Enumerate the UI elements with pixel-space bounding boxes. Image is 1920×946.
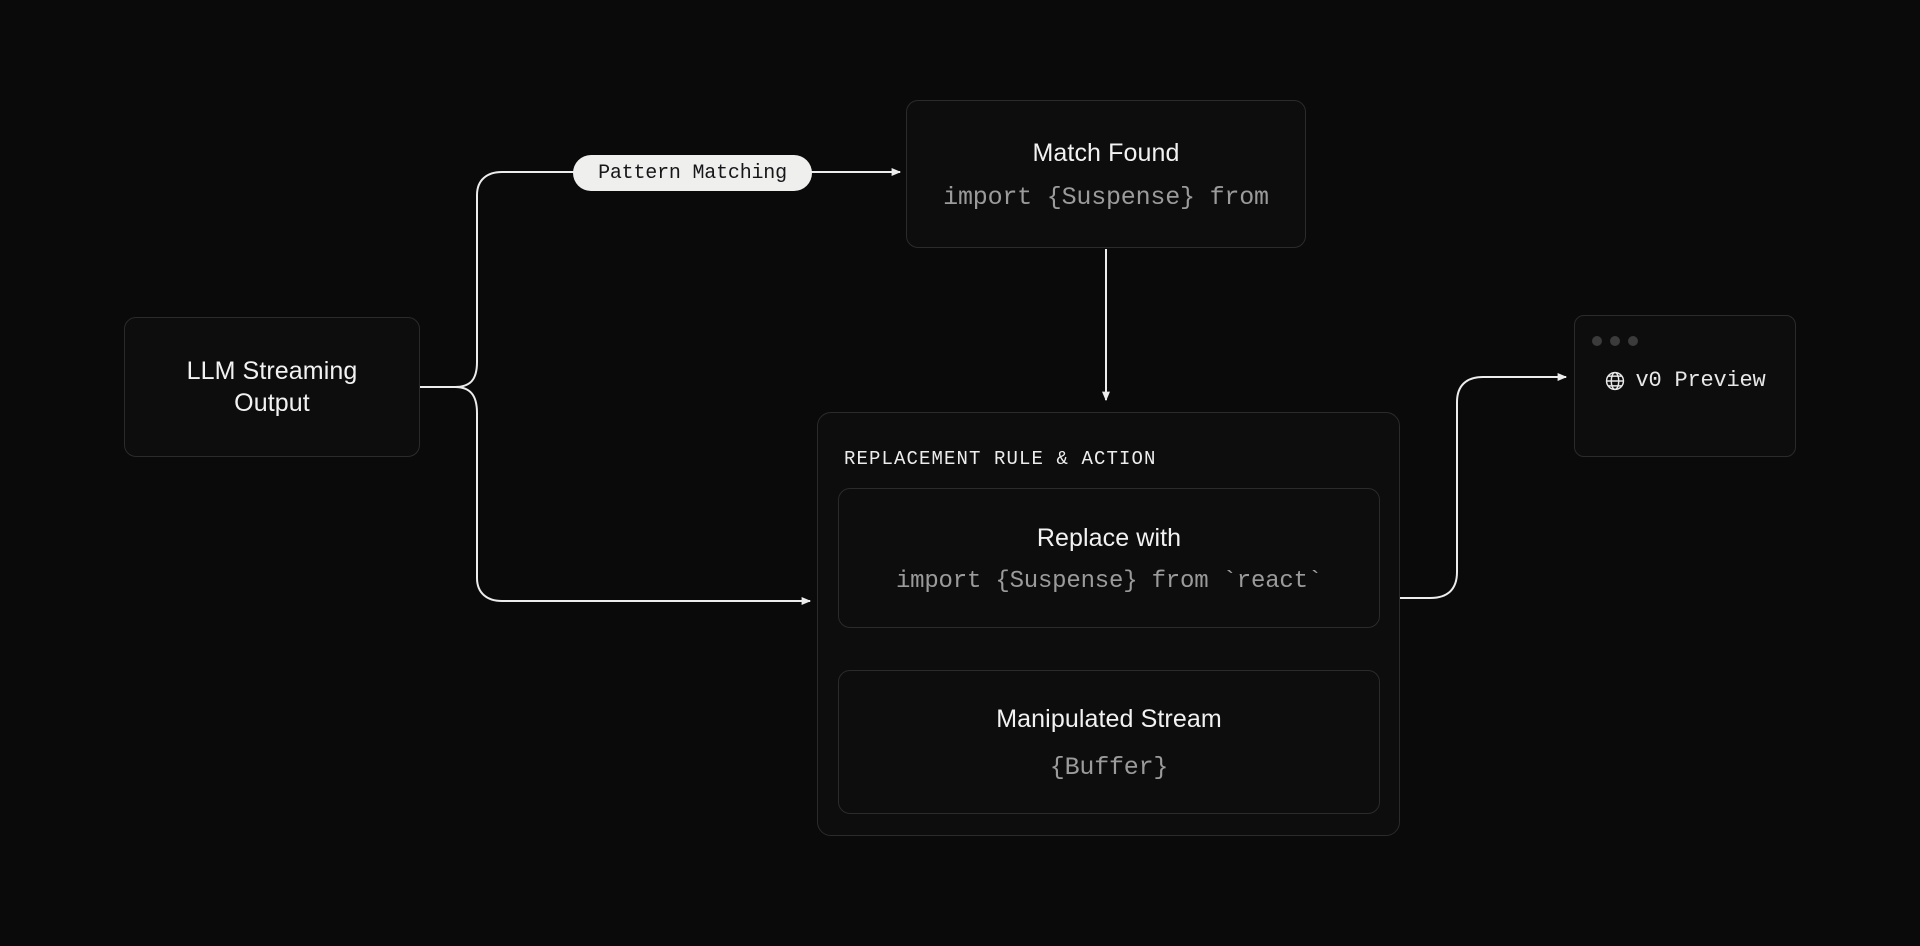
node-manipulated-stream[interactable]: Manipulated Stream {Buffer} [838,670,1380,814]
edge-llm-to-replacement [454,386,812,605]
node-llm-streaming-output[interactable]: LLM Streaming Output [124,317,420,457]
replacement-group-header: REPLACEMENT RULE & ACTION [844,448,1157,470]
match-found-code: import {Suspense} from [943,182,1269,212]
window-dot-minimize [1610,336,1620,346]
manipulated-stream-title: Manipulated Stream [996,704,1222,733]
edge-label-pattern-matching[interactable]: Pattern Matching [573,155,812,191]
replace-with-code: import {Suspense} from `react` [895,567,1323,595]
window-controls [1592,336,1638,346]
window-dot-maximize [1628,336,1638,346]
v0-preview-row: v0 Preview [1575,368,1795,393]
llm-title-line-1: LLM Streaming [186,357,358,385]
llm-title-line-2: Output [234,389,310,417]
edge-replace-to-preview [1380,373,1568,599]
node-match-found[interactable]: Match Found import {Suspense} from [906,100,1306,248]
v0-preview-label: v0 Preview [1635,368,1766,393]
match-found-title: Match Found [1032,138,1180,167]
window-dot-close [1592,336,1602,346]
edge-llm-to-pattern [454,171,576,388]
replace-with-title: Replace with [1036,523,1182,552]
node-v0-preview[interactable]: v0 Preview [1574,315,1796,457]
manipulated-stream-code: {Buffer} [1049,752,1169,782]
node-replace-with[interactable]: Replace with import {Suspense} from `rea… [838,488,1380,628]
globe-icon [1606,371,1625,390]
